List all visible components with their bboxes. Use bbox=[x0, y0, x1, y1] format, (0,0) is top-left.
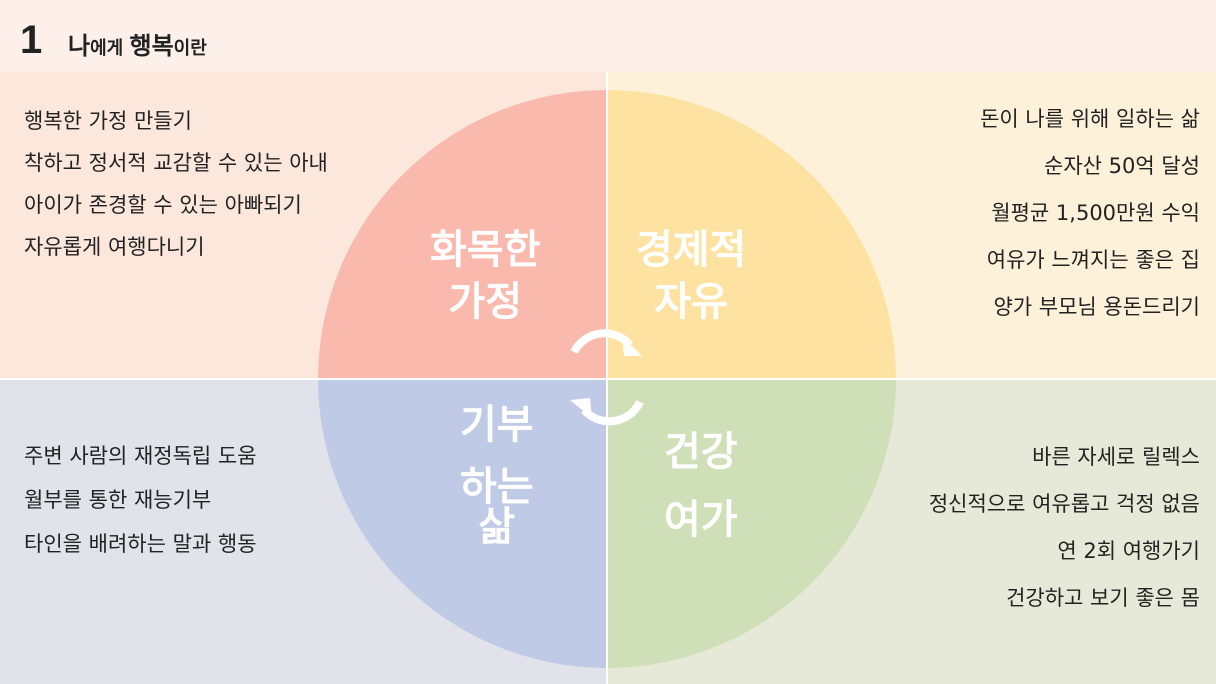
title-part: 이란 bbox=[173, 38, 207, 59]
section-number: 1 bbox=[20, 18, 43, 62]
list-item: 월평균 1,500만원 수익 bbox=[991, 201, 1200, 225]
finance-list: 돈이 나를 위해 일하는 삶 순자산 50억 달성 월평균 1,500만원 수익… bbox=[980, 96, 1200, 331]
list-item: 행복한 가정 만들기 bbox=[24, 109, 192, 133]
list-item: 정신적으로 여유롭고 걱정 없음 bbox=[928, 492, 1200, 516]
sector-giving bbox=[318, 379, 607, 668]
title-part: 나 bbox=[68, 32, 91, 60]
list-item: 여유가 느껴지는 좋은 집 bbox=[986, 248, 1200, 272]
list-item: 건강하고 보기 좋은 몸 bbox=[1006, 586, 1200, 610]
list-item: 양가 부모님 용돈드리기 bbox=[993, 295, 1200, 319]
list-item: 돈이 나를 위해 일하는 삶 bbox=[980, 107, 1200, 131]
list-item: 착하고 정서적 교감할 수 있는 아내 bbox=[24, 151, 328, 175]
health-list: 바른 자세로 릴렉스 정신적으로 여유롭고 걱정 없음 연 2회 여행가기 건강… bbox=[929, 434, 1200, 622]
list-item: 주변 사람의 재정독립 도움 bbox=[24, 444, 257, 468]
list-item: 자유롭게 여행다니기 bbox=[24, 235, 205, 259]
family-list: 행복한 가정 만들기 착하고 정서적 교감할 수 있는 아내 아이가 존경할 수… bbox=[24, 100, 328, 268]
sector-finance bbox=[607, 90, 896, 379]
list-item: 월부를 통한 재능기부 bbox=[24, 488, 212, 512]
list-item: 아이가 존경할 수 있는 아빠되기 bbox=[24, 193, 302, 217]
list-item: 순자산 50억 달성 bbox=[1044, 154, 1200, 178]
page-title: 나에게 행복이란 bbox=[68, 28, 207, 67]
title-part: 에게 bbox=[90, 38, 130, 59]
list-item: 연 2회 여행가기 bbox=[1057, 539, 1200, 563]
header: 1 나에게 행복이란 bbox=[0, 0, 1216, 72]
sector-health bbox=[607, 379, 896, 668]
list-item: 타인을 배려하는 말과 행동 bbox=[24, 532, 257, 556]
sector-family bbox=[318, 90, 607, 379]
list-item: 바른 자세로 릴렉스 bbox=[1032, 445, 1200, 469]
title-part: 행복 bbox=[129, 32, 174, 60]
giving-list: 주변 사람의 재정독립 도움 월부를 통한 재능기부 타인을 배려하는 말과 행… bbox=[24, 434, 257, 566]
